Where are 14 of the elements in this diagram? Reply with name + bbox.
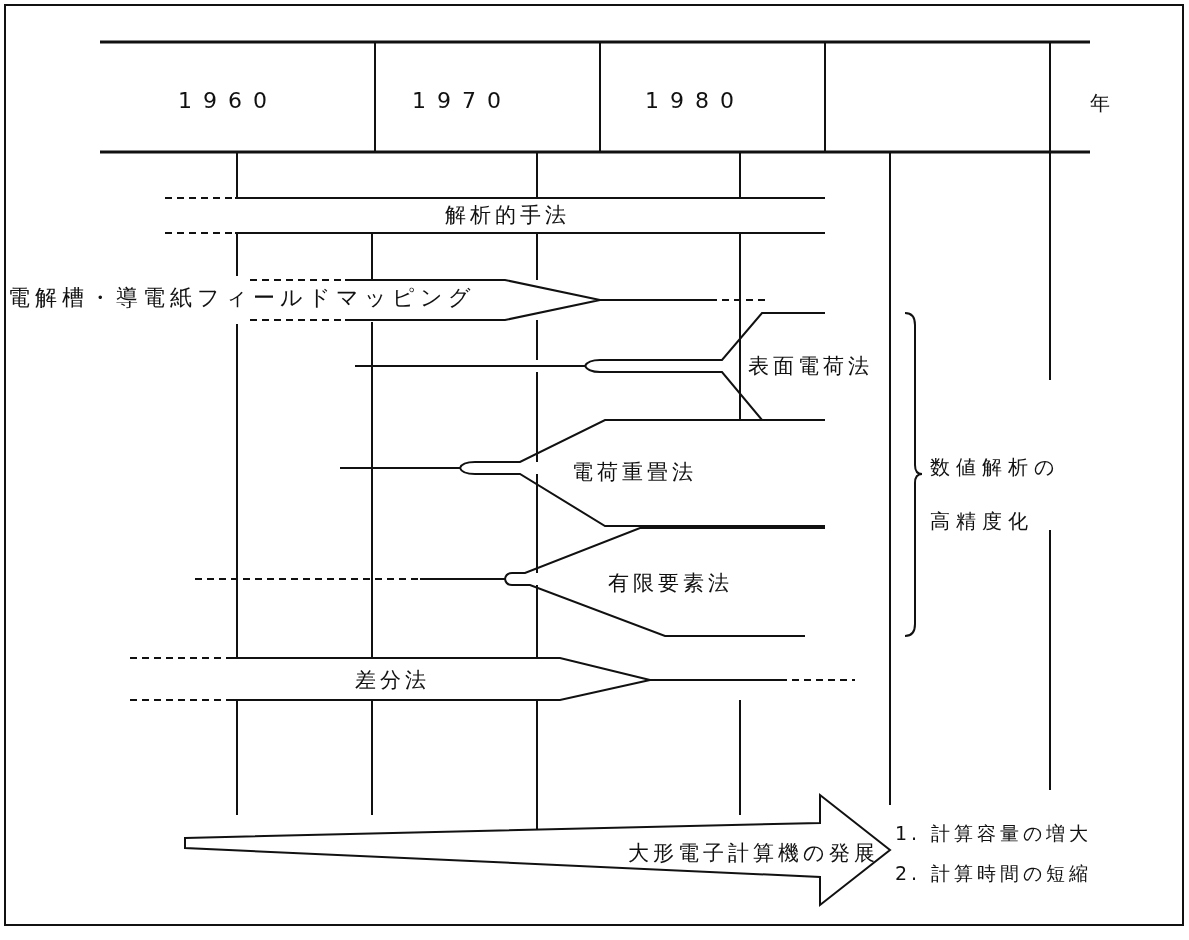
method-label: 表面電荷法 [748,353,873,379]
method-label: 解析的手法 [445,202,570,228]
method-label: 大形電子計算機の発展 [628,840,879,866]
method-label: 有限要素法 [608,570,733,596]
unit-label: 年 [1090,90,1110,116]
note-text: 1. 計算容量の増大 [895,821,1093,846]
note-text: 2. 計算時間の短縮 [895,861,1093,886]
year-label: 1970 [412,88,512,114]
method-label: 差分法 [355,667,430,693]
note-text: 数値解析の高精度化 [930,454,1061,535]
method-label: 電荷重畳法 [572,459,697,485]
year-label: 1980 [645,88,745,114]
year-label: 1960 [178,88,278,114]
method-label: 電解槽・導電紙フィールドマッピング [8,285,476,311]
